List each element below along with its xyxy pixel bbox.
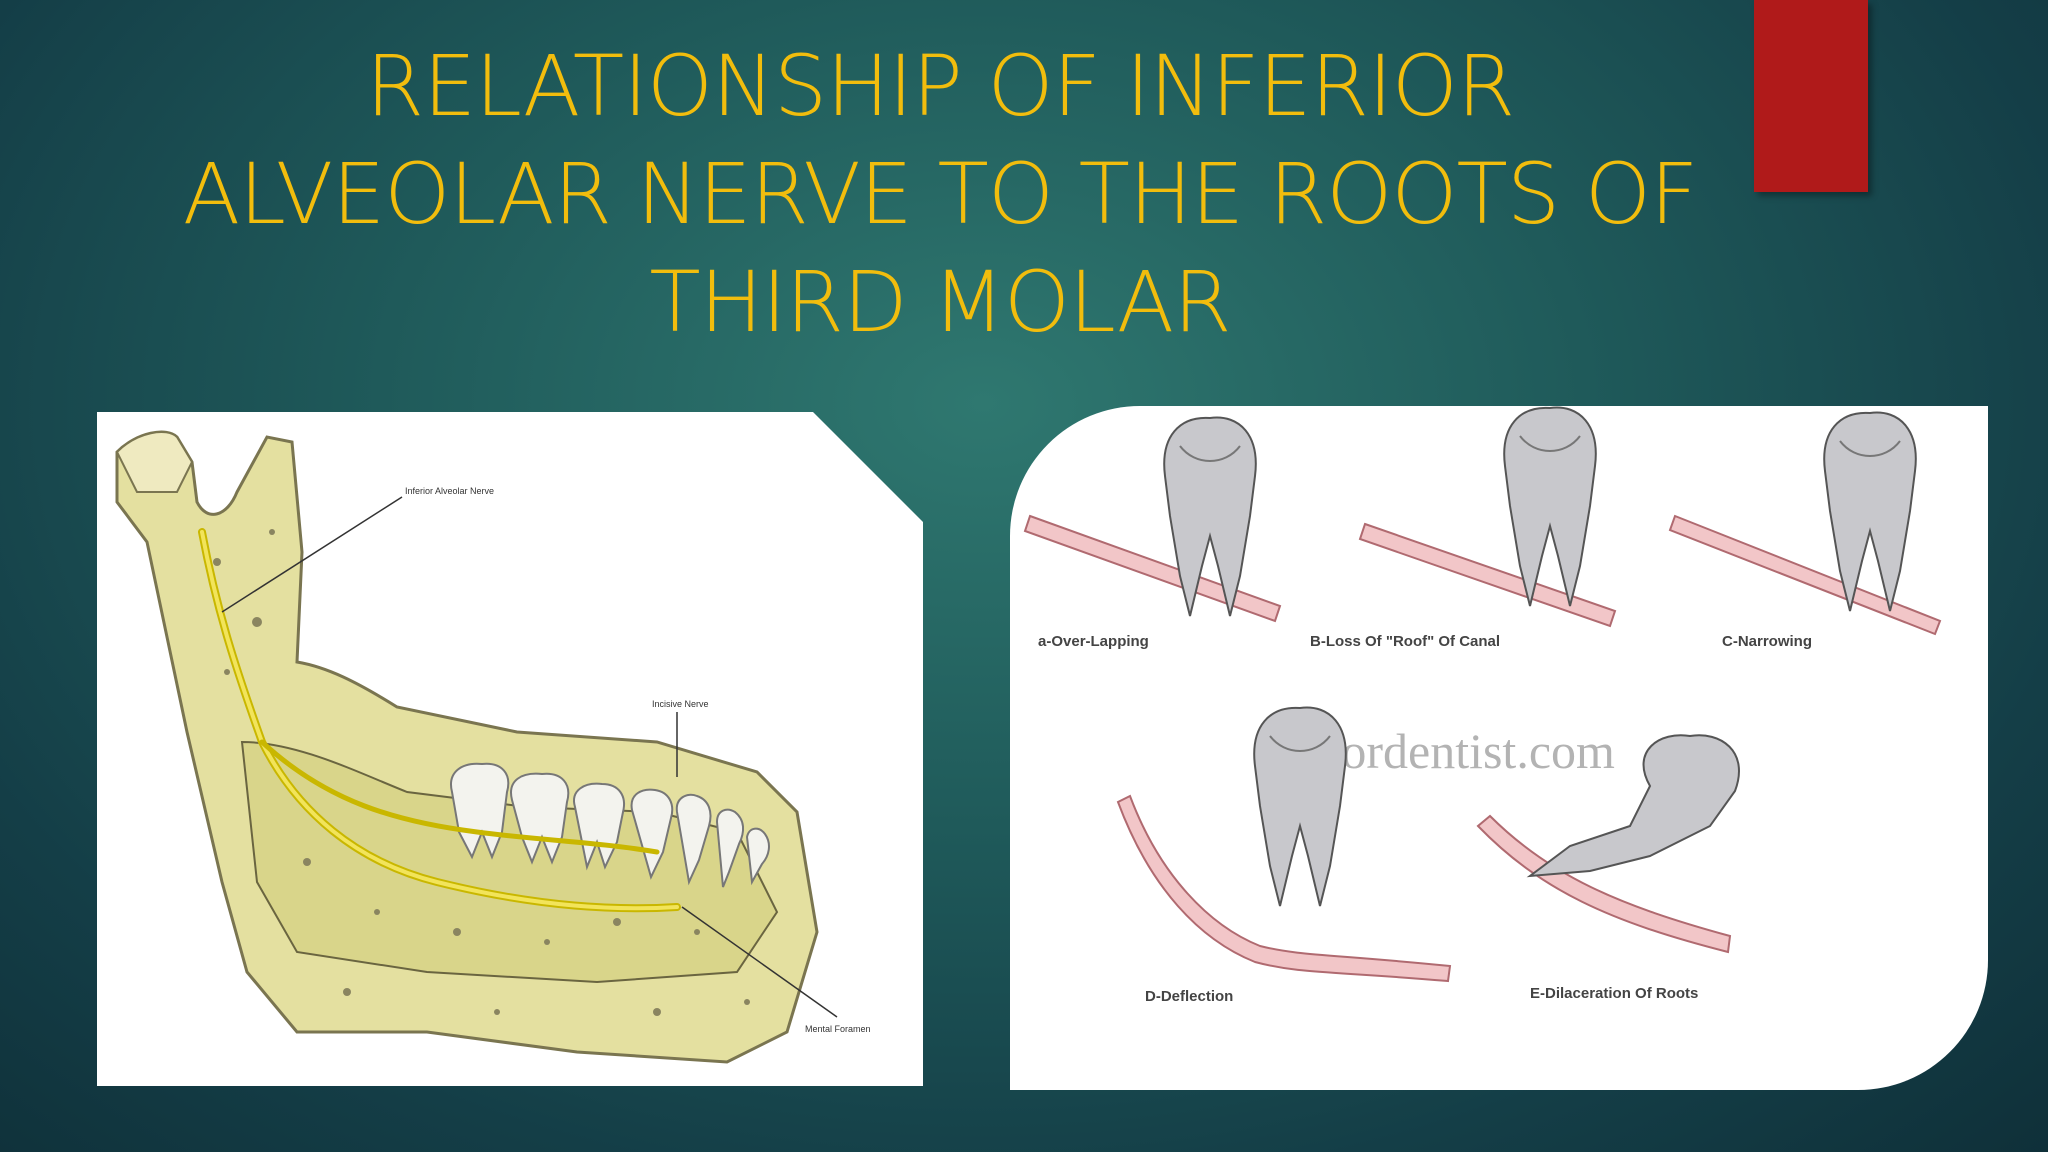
inferior-alveolar-nerve-label: Inferior Alveolar Nerve (405, 486, 494, 496)
figure-d-deflection: D-Deflection (1116, 706, 1452, 1005)
leader-lines (221, 496, 838, 1018)
figure-c-narrowing: C-Narrowing (1668, 411, 1942, 650)
label-a: a-Over-Lapping (1038, 633, 1149, 650)
nerve-branch (259, 739, 660, 855)
label-b: B-Loss Of "Roof" Of Canal (1310, 633, 1500, 650)
cancellous-bone (240, 740, 779, 984)
figure-b-loss-of-roof: B-Loss Of "Roof" Of Canal (1310, 406, 1617, 650)
red-accent-block (1754, 0, 1868, 192)
title-line-1: RELATIONSHIP OF INFERIOR (365, 37, 1516, 135)
tooth-e (1526, 734, 1740, 878)
label-e: E-Dilaceration Of Roots (1530, 985, 1698, 1002)
title-line-2: ALVEOLAR NERVE TO THE ROOTS OF (182, 145, 1699, 243)
label-d: D-Deflection (1145, 988, 1233, 1005)
nerve-canal-d (1116, 794, 1452, 983)
root-relationships-illustration: a-Over-Lapping B-Loss Of "Roof" Of Canal… (1023, 406, 1942, 1005)
root-relationships-panel: a-Over-Lapping B-Loss Of "Roof" Of Canal… (1010, 406, 1988, 1090)
tooth-d (1253, 706, 1347, 907)
figure-e-dilaceration: E-Dilaceration Of Roots (1476, 734, 1740, 1002)
title-line-3: THIRD MOLAR (649, 253, 1231, 351)
bone-texture (213, 529, 750, 1016)
incisive-nerve-label: Incisive Nerve (652, 699, 709, 709)
label-c: C-Narrowing (1722, 633, 1812, 650)
slide-title: RELATIONSHIP OF INFERIOR ALVEOLAR NERVE … (140, 32, 1740, 356)
mandible-illustration: Inferior Alveolar Nerve Incisive Nerve M… (115, 430, 871, 1064)
figure-a-overlapping: a-Over-Lapping (1023, 416, 1282, 650)
mandible-illustration-panel: Inferior Alveolar Nerve Incisive Nerve M… (97, 412, 923, 1086)
mental-foramen-label: Mental Foramen (805, 1024, 871, 1034)
